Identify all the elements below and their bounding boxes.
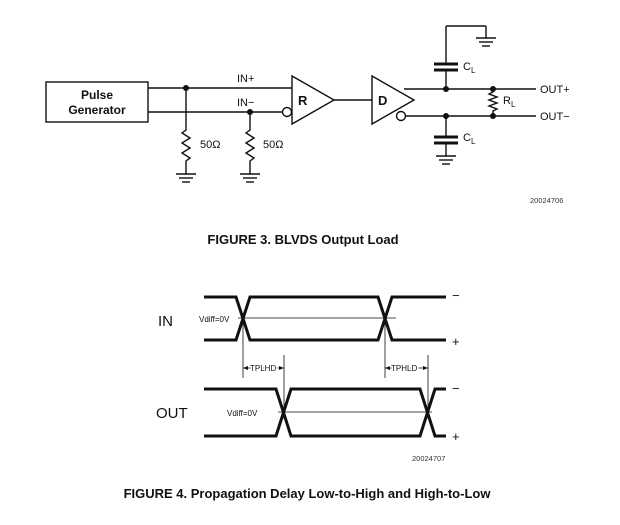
receiver-label: R [298,93,308,108]
out-waveform-b [204,387,446,438]
cap-bottom-label: C [463,132,471,144]
out-label: OUT [156,405,188,422]
in-label: IN [158,313,173,330]
driver-label: D [378,93,387,108]
out-minus-label: OUT− [540,111,570,123]
figure3-circuit: Pulse Generator 50Ω 50Ω IN+ IN− R D [45,25,570,205]
tplhd-label: TPLHD [250,364,276,373]
out-plus-sign: + [452,429,460,444]
in-vdiff-label: Vdiff=0V [199,315,230,324]
in-minus-sign: − [452,288,460,303]
resistor2-value: 50Ω [263,139,283,151]
pulse-generator-label-1: Pulse [81,88,113,102]
inverting-bubble-icon [395,110,407,122]
cap-bottom-sub: L [471,137,476,146]
driver-triangle-icon [371,74,416,126]
tphld-label: TPHLD [391,364,417,373]
out-waveform-a [204,387,446,438]
in-plus-sign: + [452,334,460,349]
figure3-ref-code: 20024706 [530,196,563,205]
out-plus-label: OUT+ [540,84,570,96]
out-minus-sign: − [452,381,460,396]
out-vdiff-label: Vdiff=0V [227,409,258,418]
resistor-50-ohm-2 [244,112,256,174]
cap-top-label: C [463,61,471,73]
cap-top-sub: L [471,66,476,75]
load-resistor-label: R [503,95,511,107]
in-plus-label: IN+ [237,73,254,85]
inverting-bubble-icon [281,106,293,118]
figure4-caption: FIGURE 4. Propagation Delay Low-to-High … [124,486,492,501]
figure4-ref-code: 20024707 [412,454,445,463]
load-resistor-sub: L [511,100,516,109]
in-waveform-b [204,295,446,342]
in-minus-label: IN− [237,97,254,109]
figure3-caption: FIGURE 3. BLVDS Output Load [207,232,398,247]
pulse-generator-label-2: Generator [68,103,126,117]
resistor1-value: 50Ω [200,139,220,151]
load-resistor-icon [487,89,499,116]
in-waveform-a [204,295,446,342]
receiver-triangle-icon [291,74,336,126]
pulse-generator-box [45,81,149,123]
resistor-50-ohm-1 [180,88,192,174]
figure4-timing: Vdiff=0V IN − + TPLHD TPHLD Vdiff=0V OUT… [156,288,460,463]
